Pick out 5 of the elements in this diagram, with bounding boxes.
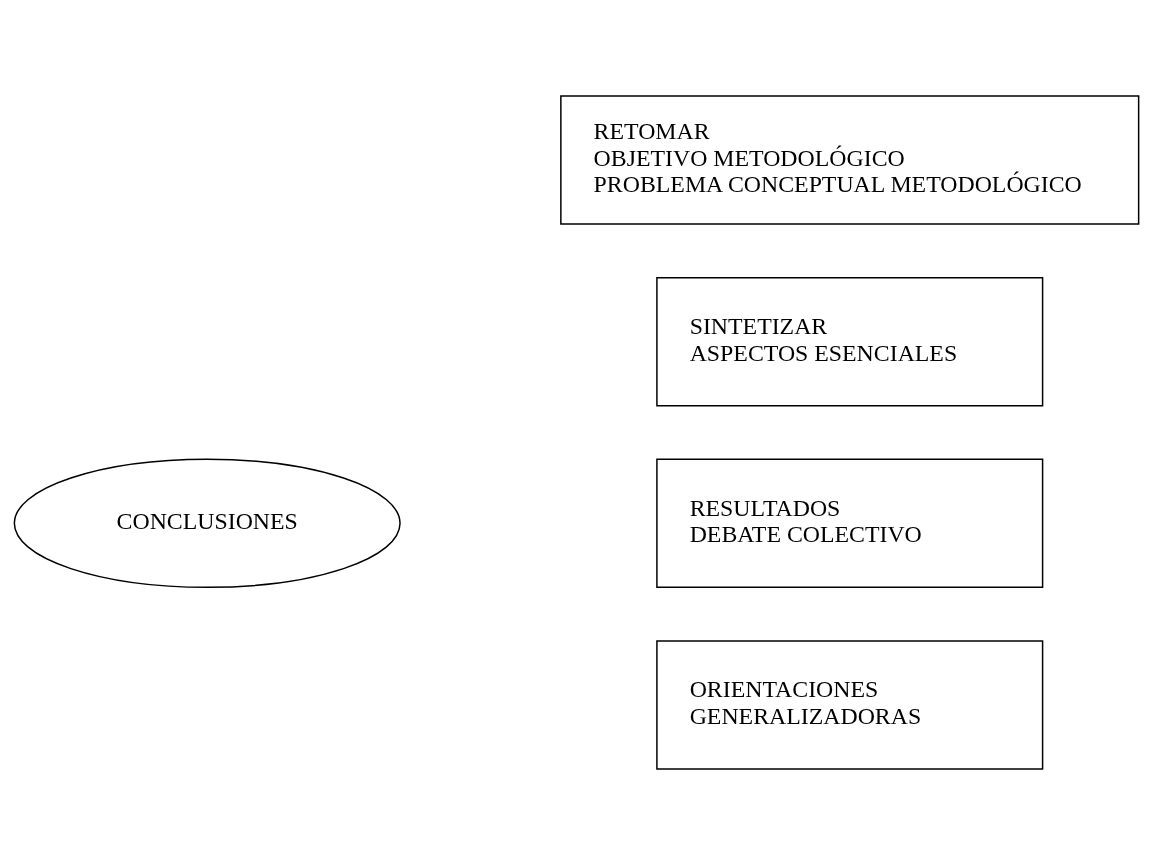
node-box: ORIENTACIONES GENERALIZADORAS <box>656 640 1044 770</box>
node-box: RETOMAR OBJETIVO METODOLÓGICO PROBLEMA CONCEPTUAL METODOLÓGICO <box>560 95 1140 225</box>
node-box: SINTETIZAR ASPECTOS ESENCIALES <box>656 276 1044 407</box>
node-box: RESULTADOS DEBATE COLECTIVO <box>656 458 1044 589</box>
node-ellipse: CONCLUSIONES <box>13 458 401 589</box>
